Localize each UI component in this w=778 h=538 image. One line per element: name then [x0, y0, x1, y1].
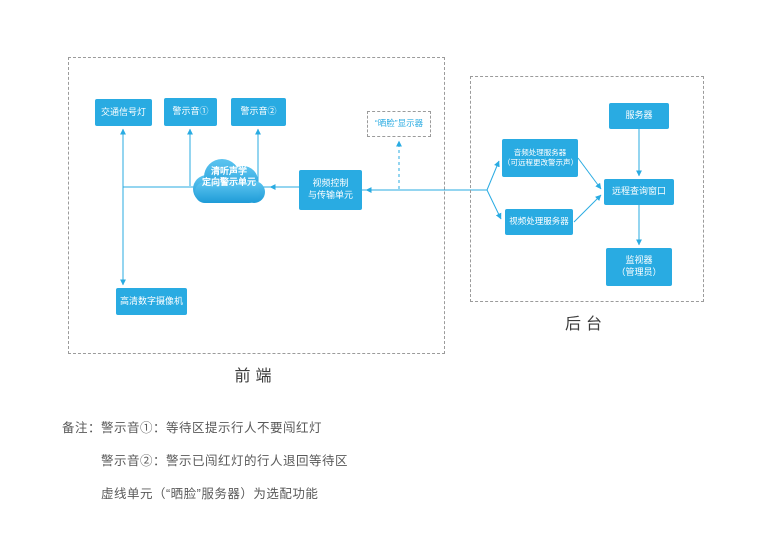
- node-monitor-admin: 监视器 （管理员）: [606, 248, 672, 286]
- notes-block: 备注：警示音①：等待区提示行人不要闯红灯 警示音②：警示已闯红灯的行人退回等待区…: [62, 412, 348, 511]
- frontend-label: 前端: [234, 368, 277, 385]
- backend-label: 后台: [564, 316, 607, 333]
- note-line-1: 备注：警示音①：等待区提示行人不要闯红灯: [62, 412, 348, 445]
- note-prefix: 备注：: [62, 421, 102, 435]
- note-text-3: 虚线单元（“晒脸”服务器）为选配功能: [101, 487, 319, 501]
- wire-branch-to-audio-server: [486, 160, 500, 191]
- cloud-shape: [193, 159, 265, 203]
- wire-video-to-query: [573, 194, 602, 223]
- note-line-3: 虚线单元（“晒脸”服务器）为选配功能: [62, 478, 348, 511]
- wire-audio-to-query: [577, 157, 602, 190]
- note-line-2: 警示音②：警示已闯红灯的行人退回等待区: [62, 445, 348, 478]
- node-traffic-signal-light: 交通信号灯: [95, 99, 152, 126]
- note-text-1: 警示音①：等待区提示行人不要闯红灯: [101, 421, 323, 435]
- node-warning-sound-1: 警示音①: [164, 98, 217, 126]
- node-server: 服务器: [609, 103, 669, 129]
- backend-region: [470, 76, 704, 302]
- node-hd-digital-camera: 高清数字摄像机: [116, 288, 187, 315]
- node-warning-sound-2: 警示音②: [231, 98, 286, 126]
- node-audio-processing-server: 音频处理服务器 （可远程更改警示声）: [502, 139, 578, 177]
- cloud-label-line2: 定向警示单元: [201, 177, 256, 187]
- frontend-region: [68, 57, 445, 354]
- node-remote-query-window: 远程查询窗口: [604, 179, 674, 205]
- note-text-2: 警示音②：警示已闯红灯的行人退回等待区: [101, 454, 349, 468]
- node-video-processing-server: 视频处理服务器: [505, 209, 573, 235]
- node-directional-warning-unit: 清听声学 定向警示单元: [191, 166, 267, 188]
- node-face-display: “晒脸”显示器: [367, 111, 431, 137]
- wire-branch-to-video-server: [486, 189, 502, 220]
- node-video-control-unit: 视频控制 与传输单元: [299, 170, 362, 210]
- cloud-label-line1: 清听声学: [210, 166, 247, 176]
